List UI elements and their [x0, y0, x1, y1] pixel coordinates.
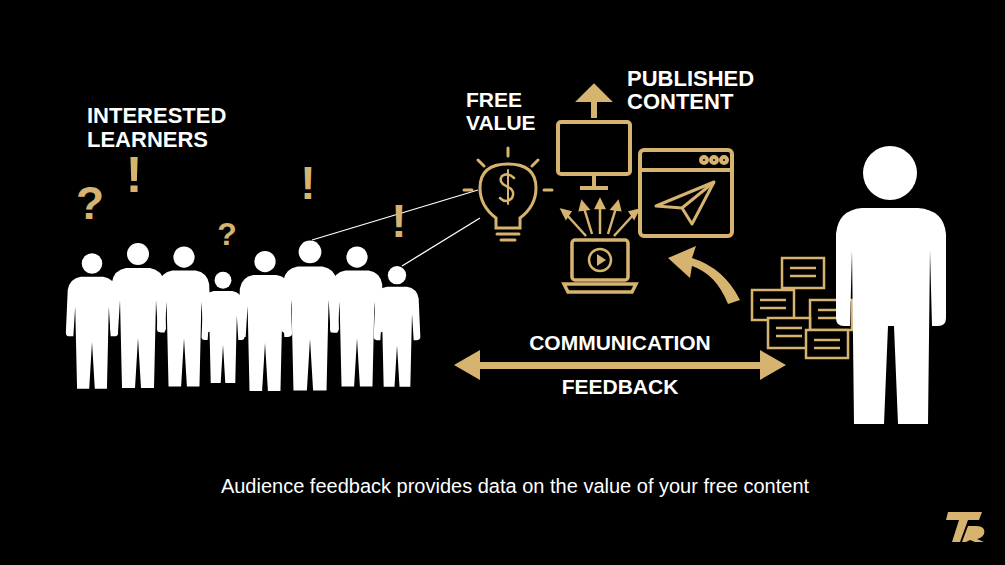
logo-mark [946, 512, 984, 542]
exclamation-mark: ! [114, 150, 154, 200]
art-part [558, 122, 630, 174]
art-part [701, 157, 707, 163]
art-part [592, 174, 596, 186]
art-part [776, 327, 802, 330]
spread-arrows [562, 200, 638, 236]
art-part [790, 267, 816, 270]
question-mark: ? [70, 180, 110, 226]
art-part [507, 170, 509, 204]
exclamation-mark: ! [288, 160, 328, 206]
laptop-icon [564, 240, 636, 292]
art-part [562, 210, 570, 218]
art-part [532, 160, 538, 166]
art-part [507, 148, 510, 156]
art-part [640, 168, 732, 172]
art-part [806, 330, 848, 358]
art-part [768, 318, 810, 348]
art-part [202, 272, 245, 383]
art-part [768, 318, 810, 348]
art-part [564, 284, 636, 292]
art-part [589, 249, 611, 271]
art-part [374, 266, 421, 387]
art-part [281, 241, 339, 391]
art-part [721, 157, 727, 163]
icon-title: FREE VALUE [466, 88, 558, 134]
art-part [402, 218, 480, 266]
curved-arrow [668, 246, 740, 304]
art-part [640, 150, 732, 236]
art-part [782, 258, 824, 288]
art-part [711, 157, 717, 163]
art-part [597, 254, 606, 266]
art-part [814, 347, 840, 350]
art-part [599, 206, 602, 234]
connector-lines [312, 190, 480, 266]
art-part [596, 200, 604, 208]
arrow-label: COMMUNICATION [470, 331, 770, 354]
art-part [497, 233, 519, 236]
art-part [656, 182, 714, 224]
art-part [962, 526, 984, 542]
art-part [572, 240, 628, 280]
exclamation-mark: ! [379, 198, 419, 244]
art-part [814, 339, 840, 342]
bulb-icon [464, 148, 552, 240]
art-part [501, 239, 515, 242]
art-part [752, 290, 794, 320]
art-part [580, 186, 608, 190]
art-part [836, 208, 946, 424]
arrow-label: FEEDBACK [470, 375, 770, 398]
caption: Audience feedback provides data on the v… [100, 474, 930, 498]
art-part [584, 208, 592, 234]
art-part [682, 182, 714, 208]
art-part [464, 189, 472, 192]
art-part [760, 350, 786, 380]
art-part [863, 146, 917, 200]
art-part [776, 335, 802, 338]
art-part [630, 210, 638, 218]
crowd [66, 241, 420, 391]
art-part [806, 330, 848, 358]
art-part [668, 246, 740, 304]
art-part [478, 160, 484, 166]
question-mark: ? [210, 218, 244, 250]
art-part [544, 189, 552, 192]
art-part [566, 214, 586, 236]
art-part [760, 299, 786, 302]
group-title: INTERESTED LEARNERS [87, 104, 252, 152]
art-part [580, 86, 608, 100]
icon-title: PUBLISHED CONTENT [627, 67, 777, 113]
art-part [752, 290, 794, 320]
art-part [580, 202, 588, 210]
art-part [480, 164, 536, 228]
browser-icon [640, 150, 732, 236]
art-part [614, 214, 634, 236]
art-part [66, 253, 118, 388]
art-part [760, 307, 786, 310]
monitor-icon [558, 86, 630, 188]
art-part [612, 202, 620, 210]
creator-figure [836, 146, 946, 424]
art-part [454, 350, 480, 380]
art-part [470, 362, 770, 369]
art-part [790, 275, 816, 278]
art-part [782, 258, 824, 288]
art-part [608, 208, 616, 234]
